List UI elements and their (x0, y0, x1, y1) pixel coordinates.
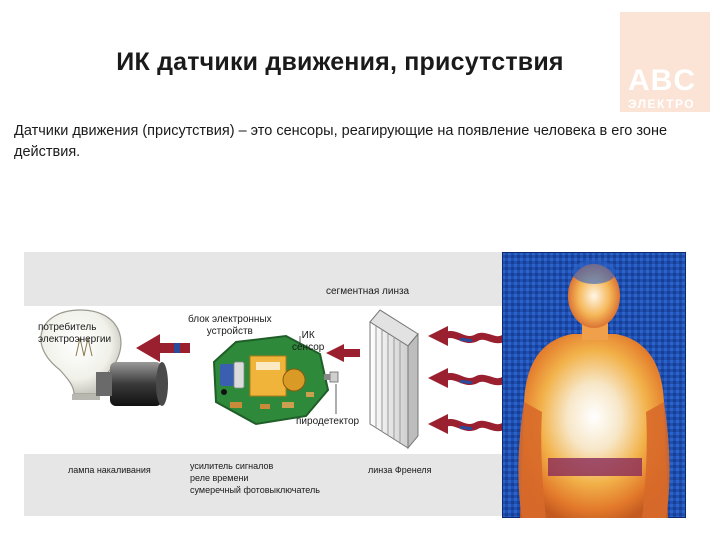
thermal-image-person (502, 252, 686, 518)
caption-lamp: лампа накаливания (68, 465, 151, 475)
label-electronic-block: блок электронных устройств (188, 314, 272, 337)
diagram-bottom-band (24, 454, 504, 516)
label-consumer: потребитель электроэнергии (38, 322, 112, 345)
fresnel-lens-icon (369, 309, 419, 450)
ir-radiation-arrow-2-icon (428, 368, 504, 388)
label-ir-sensor: ИК сенсор (292, 330, 325, 353)
ir-sensor-icon (324, 371, 339, 383)
arrow-to-consumer-icon (136, 334, 190, 362)
logo-sub-text: ЭЛЕКТРО (628, 97, 696, 111)
diagram-illustration (40, 309, 504, 450)
slide-title: ИК датчики движения, присутствия (116, 48, 564, 76)
label-segment-lens: сегментная линза (326, 286, 410, 297)
pcb-board-icon (212, 334, 330, 426)
caption-fresnel-lens: линза Френеля (368, 465, 432, 475)
logo-main-text: ABC (628, 64, 696, 97)
ir-radiation-arrow-3-icon (428, 414, 504, 434)
arrow-to-block-icon (326, 344, 360, 362)
definition-text: Датчики движения (присутствия) – это сен… (14, 123, 668, 160)
diagram-top-band (24, 252, 504, 306)
abc-electro-logo: ABC ЭЛЕКТРО (620, 12, 710, 112)
label-pyrodetector: пиродетектор (296, 416, 360, 427)
lamp-socket-icon (96, 362, 168, 406)
pir-sensor-diagram: сегментная линза потребитель электроэнер… (24, 252, 688, 518)
ir-radiation-arrow-1-icon (428, 326, 504, 346)
caption-amplifier: усилитель сигналов реле времени сумеречн… (190, 461, 320, 495)
